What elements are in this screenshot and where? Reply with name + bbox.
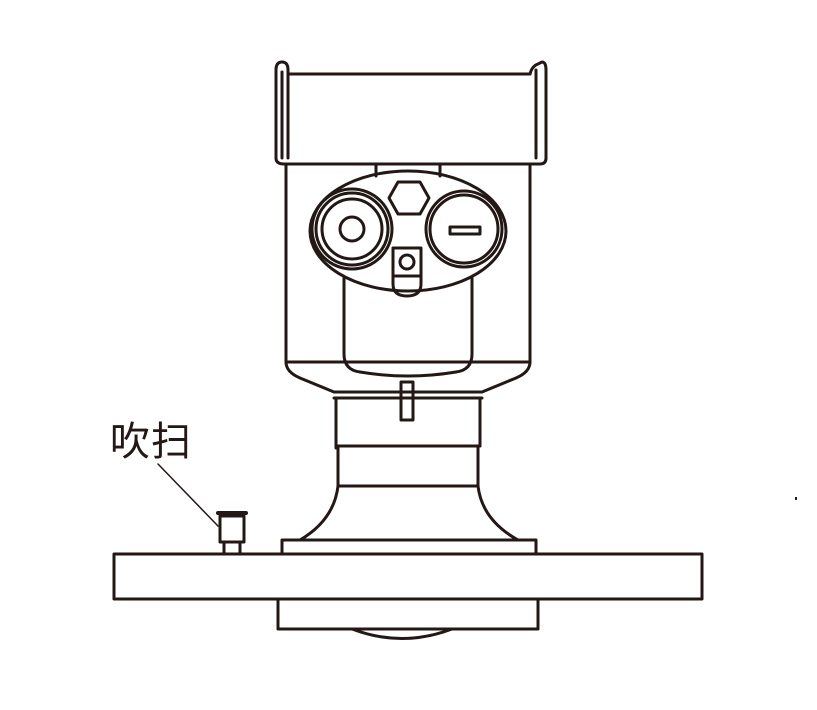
face-plate (308, 169, 508, 293)
purge-label: 吹扫 (110, 419, 192, 465)
cable-gland (310, 187, 394, 271)
purge-port (216, 511, 248, 556)
display-window (424, 189, 504, 269)
electronics-module (342, 276, 474, 378)
flange (112, 552, 704, 601)
hex-plug (387, 180, 431, 216)
top-cover (274, 60, 548, 166)
housing (284, 162, 532, 394)
antenna-lens (276, 597, 540, 640)
ground-terminal (391, 246, 423, 298)
neck-collar (332, 380, 484, 450)
horn-adapter (280, 444, 538, 556)
purge-leader-line (157, 463, 219, 527)
stray-mark (795, 497, 797, 500)
